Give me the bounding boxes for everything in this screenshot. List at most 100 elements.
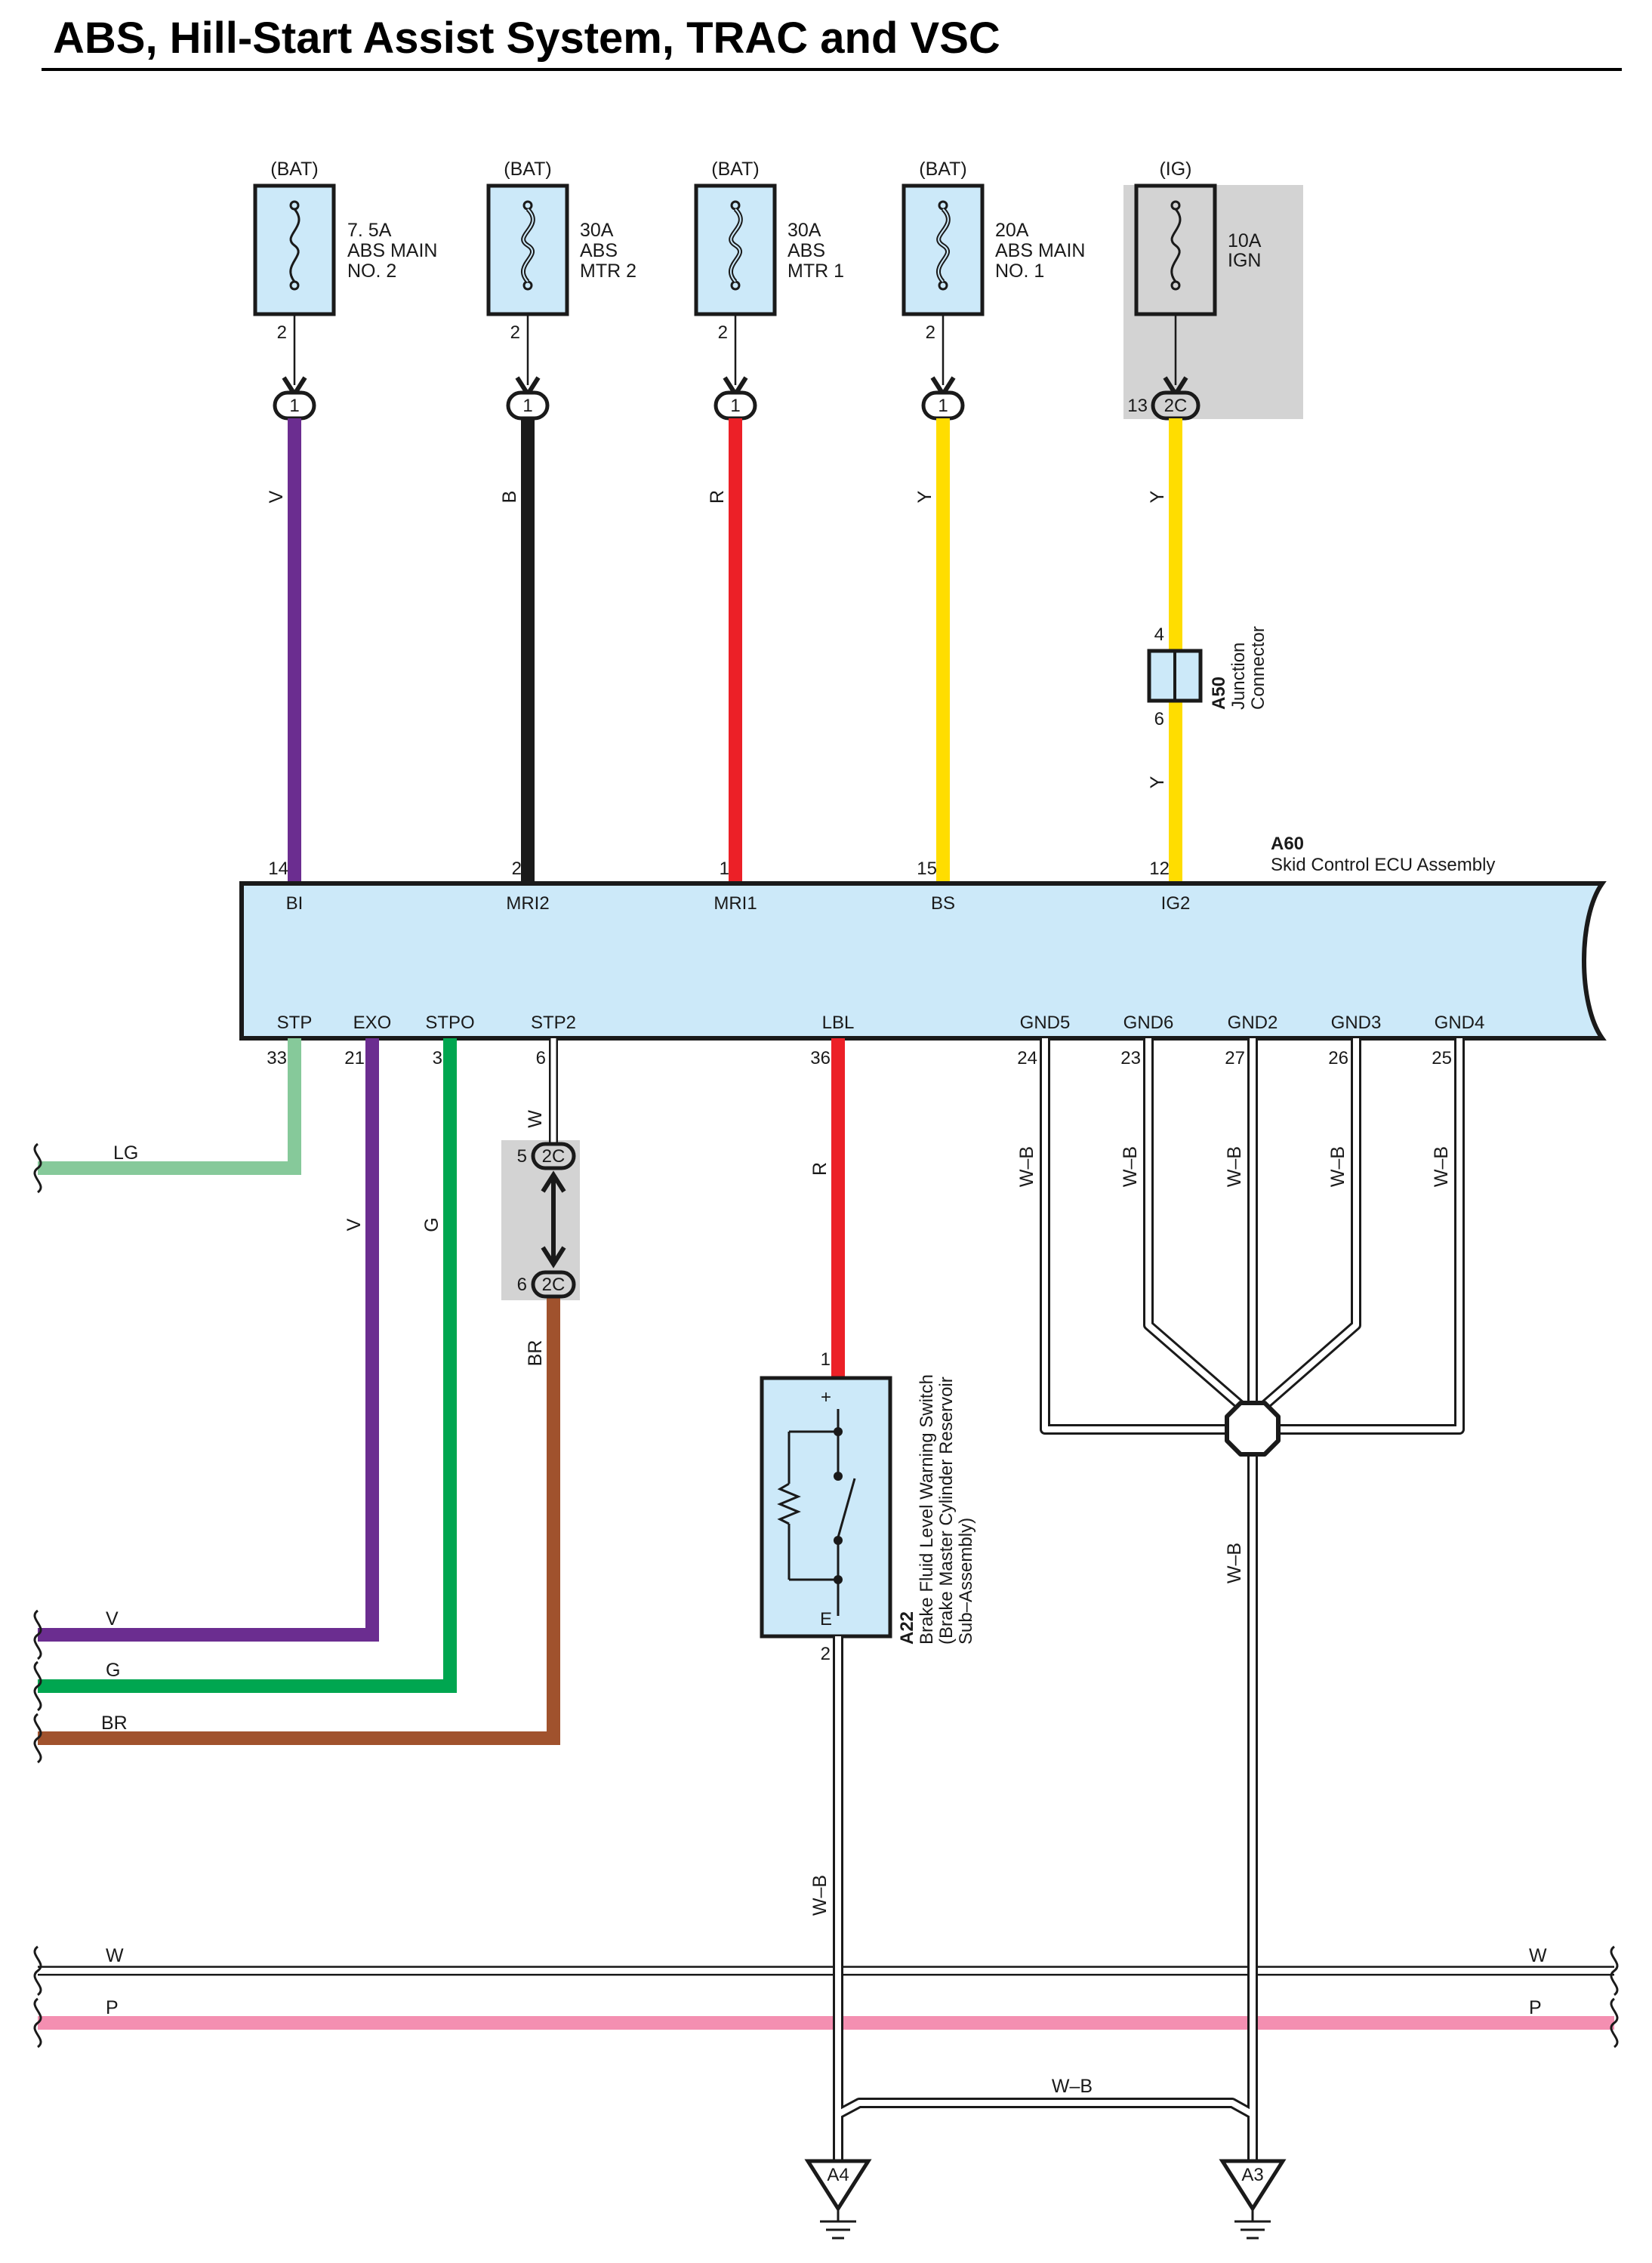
wire-code: G (421, 1217, 442, 1232)
bus-label-w-right: W (1529, 1945, 1547, 1966)
ground-icon (1219, 2159, 1287, 2212)
break-mark-icon (33, 1660, 42, 1712)
ecu-pin-label-gnd6: GND6 (1123, 1013, 1174, 1033)
break-mark-icon (33, 1945, 42, 1996)
connector-2c: 2C 5 2C 6 (517, 1142, 576, 1299)
top-wires: V B R Y Y Y (266, 418, 1182, 883)
ecu-a60: A60 Skid Control ECU Assembly 14 2 1 15 … (239, 834, 1607, 1041)
fuse-name: IGN (1228, 250, 1261, 271)
fuse-icon (1170, 200, 1182, 291)
fuse-abs-mtr2: (BAT) 30A ABS MTR 2 2 (486, 159, 636, 385)
ground-label: A3 (1241, 2165, 1263, 2185)
brake-fluid-level-switch-a22: + E A22 Brake Fluid Level Warning Switch… (760, 1374, 976, 1645)
ecu-pin-num: 6 (536, 1048, 546, 1068)
wire-code: W–B (1120, 1146, 1141, 1187)
connector-pin: 1 (522, 396, 532, 416)
ecu-pin-num: 14 (268, 859, 288, 879)
fuse-name-2: NO. 2 (347, 261, 396, 282)
wire-code: Y (1147, 775, 1168, 788)
ecu-pin-label-gnd2: GND2 (1228, 1013, 1278, 1033)
ecu-pin-num: 12 (1149, 859, 1170, 879)
fuse-ign: (IG) 10A IGN (1134, 159, 1262, 385)
bus-label-p-left: P (106, 1997, 119, 2018)
fuse-box (1134, 183, 1217, 316)
ecu-pin-label-mri2: MRI2 (506, 893, 549, 914)
ecu-pin-label-gnd4: GND4 (1435, 1013, 1485, 1033)
wire-code: W–B (1431, 1146, 1452, 1187)
wire-violet-exo (38, 1038, 379, 1642)
wire-break-marks (33, 1142, 1619, 2049)
switch-id: A22 (897, 1611, 917, 1645)
ecu-pin-label-bs: BS (931, 893, 955, 914)
switch-pin-top: 1 (821, 1349, 831, 1370)
fuse-connectors: 1 1 1 1 2C 13 (273, 376, 1200, 421)
wire-code: Y (914, 490, 935, 503)
break-mark-icon (33, 1142, 42, 1194)
connector-label: 2C (542, 1275, 566, 1295)
ecu-pin-num: 21 (344, 1048, 365, 1068)
switch-pin-bottom: 2 (821, 1644, 831, 1664)
connector-arrow-icon (541, 1170, 566, 1193)
ecu-pin-num: 2 (512, 859, 522, 879)
wire-code: R (707, 490, 728, 504)
ecu-pin-num: 24 (1017, 1048, 1037, 1068)
ecu-pin-label-lbl: LBL (822, 1013, 855, 1033)
fuse-box (253, 183, 336, 316)
break-mark-icon (33, 1609, 42, 1660)
fuse-name-2: MTR 1 (787, 261, 844, 282)
wire-code-br: BR (101, 1713, 128, 1734)
ecu-pin-num: 33 (267, 1048, 287, 1068)
fuse-name: ABS MAIN (347, 240, 437, 261)
fuse-rating: 7. 5A (347, 220, 392, 241)
ground-a3: A3 (1219, 2159, 1287, 2240)
ecu-id: A60 (1271, 834, 1304, 854)
ground-label: A4 (827, 2165, 849, 2185)
fuse-pin: 2 (510, 322, 520, 343)
ecu-pin-label-mri1: MRI1 (714, 893, 757, 914)
fuse-rating: 30A (787, 220, 821, 241)
ground-icon (804, 2159, 872, 2212)
wire-code: B (499, 491, 520, 504)
switch-icon (777, 1409, 856, 1616)
fuse-pin: 2 (926, 322, 935, 343)
lbl-circuit: R 1 (809, 1038, 845, 1378)
wire-code: W–B (1016, 1146, 1037, 1187)
fusible-link-icon (935, 200, 951, 291)
ground-wires (833, 1038, 1465, 2167)
junction-name: Junction (1228, 643, 1249, 710)
wire-code: W (525, 1110, 546, 1128)
fuse-rating: 30A (580, 220, 614, 241)
wire-code: V (266, 490, 287, 503)
fuse-icon (289, 200, 301, 291)
wire-code: W–B (1224, 1146, 1245, 1187)
ecu-pin-num: 3 (433, 1048, 442, 1068)
switch-name-3: Sub–Assembly) (956, 1518, 976, 1645)
wire-green (38, 1038, 457, 1693)
fuse-pin: 2 (718, 322, 728, 343)
fuse-name: ABS (787, 240, 825, 261)
switch-name-2: (Brake Master Cylinder Reservoir (936, 1377, 957, 1645)
fuse-name: ABS MAIN (995, 240, 1085, 261)
fuse-source-label: (BAT) (504, 159, 551, 180)
fuse-box (694, 183, 777, 316)
ecu-pin-label-stpo: STPO (425, 1013, 474, 1033)
ecu-pin-label-bi: BI (286, 893, 304, 914)
ecu-pin-label-gnd3: GND3 (1331, 1013, 1382, 1033)
connector-pin-top: 5 (517, 1146, 527, 1167)
fusible-link-icon (520, 200, 535, 291)
ecu-pin-label-stp: STP (277, 1013, 313, 1033)
break-mark-icon (33, 1997, 42, 2049)
connector-pin: 1 (938, 396, 948, 416)
wire-brown (38, 1295, 560, 1745)
break-mark-icon (1610, 1997, 1619, 2049)
junction-pin-bottom: 6 (1154, 709, 1164, 729)
fuse-box (486, 183, 569, 316)
wire-code: Y (1147, 490, 1168, 503)
page-title: ABS, Hill-Start Assist System, TRAC and … (53, 14, 1000, 63)
fuse-source-label: (BAT) (711, 159, 759, 180)
ecu-pin-num: 23 (1120, 1048, 1141, 1068)
wire-code: W–B (1224, 1543, 1245, 1583)
connector-pin-bottom: 6 (517, 1275, 527, 1295)
ecu-bottom-pin-numbers: 33 21 3 6 36 24 23 27 26 25 (267, 1048, 1452, 1068)
break-mark-icon (33, 1713, 42, 1764)
